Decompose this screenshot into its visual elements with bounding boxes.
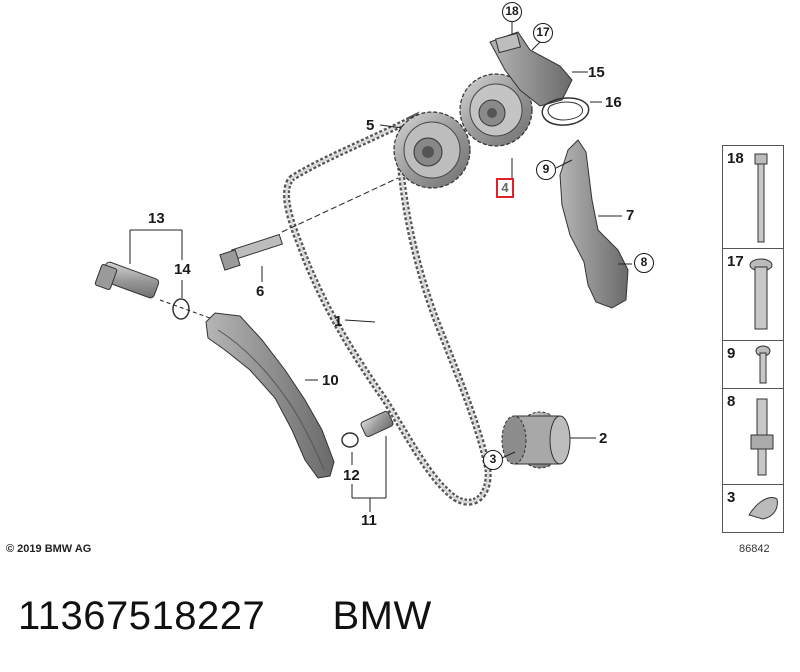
part-number: 11367518227 xyxy=(18,594,266,638)
leader-lines xyxy=(129,22,632,512)
timing-chain[interactable] xyxy=(283,111,492,506)
footer: 11367518227 BMW xyxy=(18,594,432,638)
side-label-3: 3 xyxy=(727,489,736,506)
bolt[interactable] xyxy=(219,233,283,271)
screw-icon xyxy=(749,258,773,330)
side-label-8: 8 xyxy=(727,393,736,410)
callout-9[interactable]: 9 xyxy=(536,160,556,180)
callout-3[interactable]: 3 xyxy=(483,450,503,470)
callout-15[interactable]: 15 xyxy=(588,64,605,81)
callout-2[interactable]: 2 xyxy=(599,430,608,447)
callout-1[interactable]: 1 xyxy=(334,313,343,330)
side-cell-8[interactable]: 8 xyxy=(723,389,783,485)
camshaft-adjuster-exhaust[interactable] xyxy=(459,73,533,147)
callout-8[interactable]: 8 xyxy=(634,253,654,273)
callout-10[interactable]: 10 xyxy=(322,372,339,389)
side-cell-3[interactable]: 3 xyxy=(723,485,783,533)
callout-16[interactable]: 16 xyxy=(605,94,622,111)
crankshaft-sprocket[interactable] xyxy=(501,411,571,469)
callout-5[interactable]: 5 xyxy=(366,117,375,134)
bracket[interactable] xyxy=(489,31,573,107)
exploded-parts-diagram xyxy=(94,22,632,512)
brand-name: BMW xyxy=(332,594,432,638)
side-label-18: 18 xyxy=(727,150,744,167)
callout-18[interactable]: 18 xyxy=(502,2,522,22)
key-icon xyxy=(748,497,778,520)
callout-12[interactable]: 12 xyxy=(343,467,360,484)
callout-4-highlighted[interactable]: 4 xyxy=(496,178,514,198)
side-label-17: 17 xyxy=(727,253,744,270)
callout-13[interactable]: 13 xyxy=(148,210,165,227)
o-ring-small[interactable] xyxy=(341,432,359,448)
gasket[interactable] xyxy=(541,97,590,126)
copyright-text: © 2019 BMW AG xyxy=(6,543,92,555)
side-label-9: 9 xyxy=(727,345,736,362)
assembly-line xyxy=(281,177,399,233)
callout-7[interactable]: 7 xyxy=(626,207,635,224)
small-parts-panel: 18 17 9 8 3 xyxy=(722,145,784,533)
o-ring[interactable] xyxy=(172,298,190,320)
pin-icon xyxy=(750,398,774,476)
bolt-icon xyxy=(754,153,768,243)
camshaft-adjuster-intake[interactable] xyxy=(393,111,471,189)
oil-jet[interactable] xyxy=(360,410,394,438)
torx-bolt-icon xyxy=(755,345,771,384)
side-cell-17[interactable]: 17 xyxy=(723,249,783,341)
side-cell-9[interactable]: 9 xyxy=(723,341,783,389)
drawing-number: 86842 xyxy=(739,543,770,555)
callout-14[interactable]: 14 xyxy=(174,261,191,278)
side-cell-18[interactable]: 18 xyxy=(723,146,783,249)
guide-rail[interactable] xyxy=(559,139,629,309)
tensioner-rail[interactable] xyxy=(205,312,335,479)
callout-17[interactable]: 17 xyxy=(533,23,553,43)
callout-6[interactable]: 6 xyxy=(256,283,265,300)
callout-11[interactable]: 11 xyxy=(361,512,377,529)
assembly-line xyxy=(159,299,211,319)
chain-tensioner[interactable] xyxy=(94,261,160,299)
